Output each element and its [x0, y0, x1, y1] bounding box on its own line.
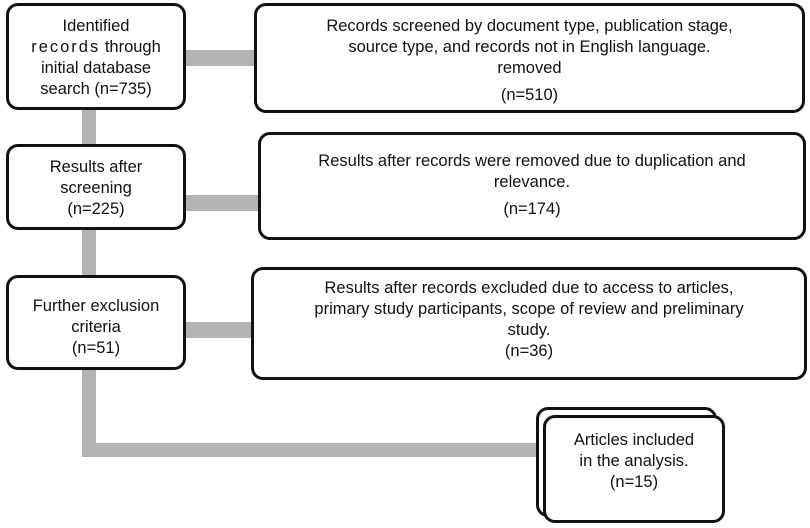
- identified-line4: search (n=735): [40, 80, 152, 98]
- screened-line2: source type, and records not in English …: [348, 38, 711, 56]
- included-line3: (n=15): [609, 473, 659, 491]
- screening-line2: screening: [60, 179, 132, 197]
- connector-bottom-horizontal: [82, 443, 544, 457]
- screened-line3: removed: [497, 59, 562, 77]
- access-line1: Results after records excluded due to ac…: [324, 279, 734, 297]
- results-after-screening-box: Results after screening (n=225): [6, 144, 186, 230]
- duplication-removed-box: Results after records were removed due t…: [258, 132, 806, 240]
- identified-records-box: Identified records through initial datab…: [6, 3, 186, 110]
- connector-left-vertical-2: [82, 228, 96, 276]
- screened-count: (n=510): [500, 86, 559, 104]
- duplication-count: (n=174): [503, 200, 561, 218]
- exclusion-line2: criteria: [71, 318, 121, 336]
- access-line2: primary study participants, scope of rev…: [314, 300, 744, 318]
- access-count: (n=36): [504, 342, 554, 360]
- screening-line1: Results after: [49, 158, 143, 176]
- further-exclusion-box: Further exclusion criteria (n=51): [6, 275, 186, 370]
- included-line1: Articles included: [573, 431, 695, 449]
- connector-left-vertical-3: [82, 368, 96, 456]
- exclusion-line1: Further exclusion: [32, 297, 160, 315]
- screening-line3: (n=225): [67, 200, 125, 218]
- identified-line2: records through: [9, 37, 183, 58]
- connector-row3: [184, 322, 254, 338]
- records-screened-box: Records screened by document type, publi…: [254, 3, 805, 113]
- connector-left-vertical-1: [82, 108, 96, 146]
- articles-included-box: Articles included in the analysis. (n=15…: [543, 415, 725, 523]
- access-line3: study.: [507, 321, 551, 339]
- identified-line3: initial database: [40, 59, 152, 77]
- connector-row2: [182, 195, 262, 211]
- duplication-line1: Results after records were removed due t…: [318, 152, 746, 170]
- connector-row1: [184, 50, 256, 66]
- access-excluded-box: Results after records excluded due to ac…: [251, 267, 807, 380]
- included-line2: in the analysis.: [579, 452, 689, 470]
- identified-through-word: through: [104, 38, 161, 56]
- identified-records-word: records: [31, 38, 101, 56]
- screened-line1: Records screened by document type, publi…: [326, 17, 733, 35]
- exclusion-line3: (n=51): [71, 339, 121, 357]
- duplication-line2: relevance.: [493, 173, 571, 191]
- identified-line1: Identified: [62, 17, 130, 35]
